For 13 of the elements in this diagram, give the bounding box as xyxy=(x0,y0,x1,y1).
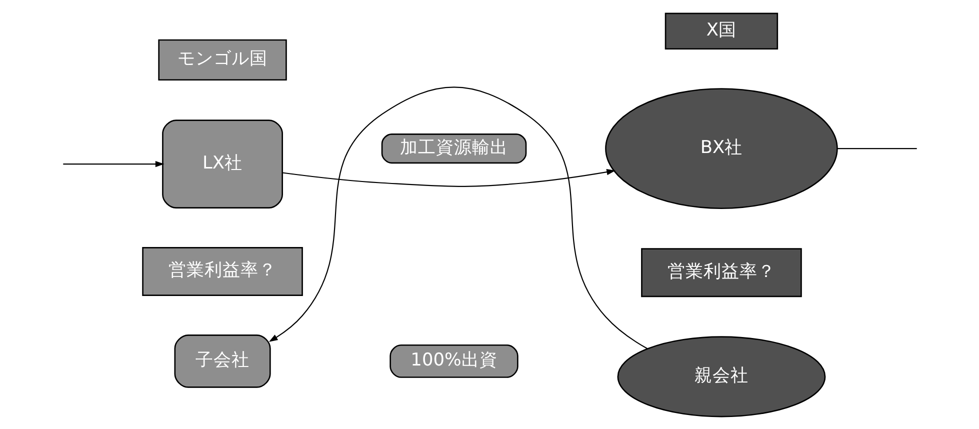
node-box: X国 xyxy=(664,12,778,50)
node-ellipse: 親会社 xyxy=(616,336,826,417)
arrow xyxy=(62,160,164,167)
node-box: 加工資源輸出 xyxy=(380,132,526,164)
connector xyxy=(836,148,916,149)
node-box: 100%出資 xyxy=(389,344,518,378)
arrow xyxy=(282,168,616,186)
node-box: 営業利益率？ xyxy=(640,248,802,297)
node-box: LX社 xyxy=(162,119,282,208)
node-box: 営業利益率？ xyxy=(142,246,302,296)
node-box: 子会社 xyxy=(174,334,270,388)
node-box: モンゴル国 xyxy=(158,38,286,80)
arrow xyxy=(268,86,648,349)
